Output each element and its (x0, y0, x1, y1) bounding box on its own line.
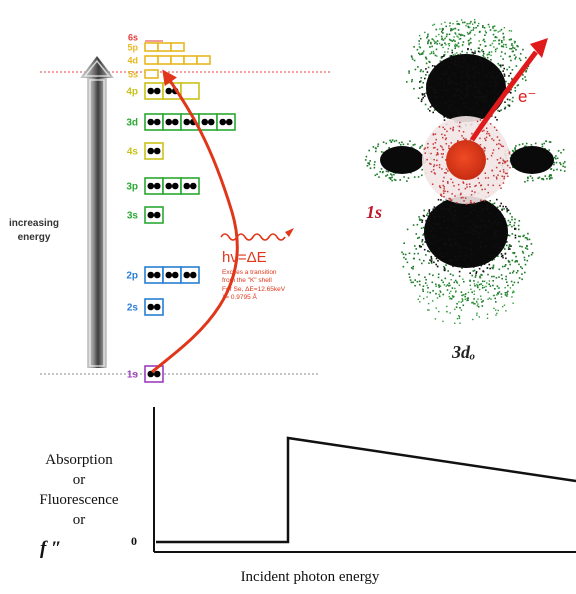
note-line: Excites a transition (222, 269, 277, 276)
orbital-row-3d: 3d (126, 113, 236, 131)
increasing-energy-arrow (80, 56, 114, 368)
y-label-f-double-prime: f ″ (40, 538, 62, 559)
electron-dot (153, 271, 161, 279)
orbital-row-6s: 6s (128, 33, 163, 43)
electron-dot (153, 87, 161, 95)
axis-label-line2: energy (18, 232, 51, 243)
electron-dot (165, 118, 173, 126)
electron-dot (153, 303, 161, 311)
orbital-label-2s: 2s (127, 303, 139, 314)
note-line: from the "K" shell (222, 277, 272, 284)
y-label-or-1: or (72, 472, 86, 488)
y-label-fluorescence: Fluorescence (39, 492, 119, 508)
electron-dot (171, 271, 179, 279)
orbital-box (157, 55, 172, 65)
orbital-label: 3dₒ (451, 342, 475, 362)
electron-arrowhead (530, 38, 548, 58)
orbital-box (144, 69, 159, 79)
orbital-label-4p: 4p (126, 87, 138, 98)
orbital-box (196, 55, 211, 65)
absorption-edge-plot (153, 407, 576, 553)
electron-dot (147, 147, 155, 155)
electron-dot (153, 118, 161, 126)
electron-dot (171, 118, 179, 126)
orbital-box (157, 42, 172, 52)
orbital-label-3s: 3s (127, 211, 139, 222)
zero-label: 0 (131, 534, 137, 548)
orbital-box (144, 55, 159, 65)
y-label-or-2: or (72, 512, 86, 528)
absorption-edge-curve (156, 436, 576, 544)
orbital-box (170, 55, 185, 65)
orbital-label-4s: 4s (127, 147, 139, 158)
photon-label: hν=ΔE (222, 249, 267, 266)
electron-dot (147, 182, 155, 190)
photon-wave (220, 233, 286, 241)
orbital-row-4p: 4p (126, 82, 200, 100)
orbital-label-2p: 2p (126, 271, 138, 282)
orbital-cloud-figure: e⁻ 1s 3dₒ (364, 19, 566, 362)
electron-label: e⁻ (518, 87, 536, 106)
electron-dot (225, 118, 233, 126)
orbital-box (183, 55, 198, 65)
electron-dot (165, 87, 173, 95)
electron-dot (147, 211, 155, 219)
electron-dot (165, 182, 173, 190)
orbital-row-2s: 2s (127, 298, 164, 316)
orbital-row-5s: 5s (128, 69, 159, 80)
orbital-label-5p: 5p (127, 43, 138, 53)
orbital-row-5p: 5p (127, 42, 185, 53)
electron-dot (201, 118, 209, 126)
orbital-box (144, 42, 159, 52)
photon-arrowhead (285, 228, 294, 237)
transition-note: Excites a transition from the "K" shell … (222, 269, 286, 301)
electron-dot (171, 182, 179, 190)
orbital-row-2p: 2p (126, 266, 200, 284)
electron-dot (183, 182, 191, 190)
orbital-box (180, 82, 200, 100)
electron-dot (147, 87, 155, 95)
y-label-absorption: Absorption (45, 452, 113, 468)
electron-dot (153, 211, 161, 219)
orbital-row-3s: 3s (127, 206, 164, 224)
orbital-label-3d: 3d (126, 118, 138, 129)
orbital-label-4d: 4d (127, 56, 138, 66)
orbital-label-6s: 6s (128, 33, 138, 43)
electron-dot (189, 271, 197, 279)
orbital-label-1s: 1s (127, 370, 139, 381)
electron-dot (153, 370, 161, 378)
electron-dot (153, 147, 161, 155)
transition-arrow (151, 69, 239, 374)
electron-dot (189, 182, 197, 190)
electron-dot (147, 271, 155, 279)
orbital-row-4d: 4d (127, 55, 211, 66)
right-lobe (510, 146, 554, 174)
electron-dot (207, 118, 215, 126)
note-line: For Se, ΔE=12.65keV (222, 286, 286, 293)
orbital-row-1s: 1s (127, 365, 164, 383)
electron-dot (219, 118, 227, 126)
core-1s (446, 140, 486, 180)
core-label: 1s (366, 202, 382, 222)
orbital-label-5s: 5s (128, 70, 138, 80)
orbital-label-3p: 3p (126, 182, 138, 193)
electron-dot (147, 118, 155, 126)
left-lobe (380, 146, 424, 174)
electron-dot (147, 303, 155, 311)
electron-dot (183, 271, 191, 279)
black-orbital-cloud (418, 48, 517, 275)
orbital-row-4s: 4s (127, 142, 164, 160)
electron-arrow (469, 50, 538, 142)
x-axis-label: Incident photon energy (240, 569, 380, 585)
orbital-box (170, 42, 185, 52)
note-line: λ= 0.9795 Å (222, 292, 258, 301)
axis-label-line1: increasing (9, 218, 59, 229)
electron-dot (165, 271, 173, 279)
electron-dot (183, 118, 191, 126)
orbital-row-3p: 3p (126, 177, 200, 195)
electron-dot (153, 182, 161, 190)
